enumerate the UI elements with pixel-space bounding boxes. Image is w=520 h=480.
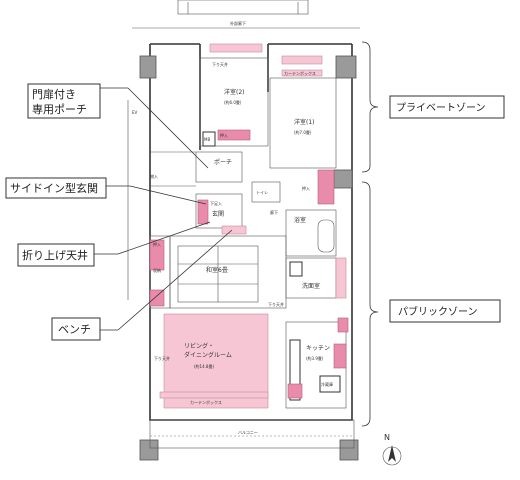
ev-label: EV — [132, 110, 138, 115]
north-arrow: N — [382, 433, 402, 466]
living-size: (約14.8畳) — [194, 363, 214, 369]
kitchen-size: (約3.9畳) — [306, 355, 324, 361]
porch-entrance: ポーチ 玄関 下足入 物入 — [150, 151, 247, 235]
pillar-top-right — [335, 55, 357, 79]
bedroom1-closet-label: 押入 — [302, 185, 310, 191]
corridor-label: 廊下 — [270, 209, 278, 215]
callout-bench-text: ベンチ — [58, 323, 91, 336]
porch-label: ポーチ — [214, 158, 232, 166]
callout-porch-gate-line1: 門扉付き — [32, 88, 76, 101]
bedroom2-label: 洋室(2) — [224, 88, 245, 96]
living-label: リビング・ — [184, 342, 214, 350]
fridge-label: 冷蔵庫 — [321, 381, 333, 387]
balcony-area: バルコニー — [149, 419, 355, 449]
japanese-room: 押入 収納 和室6畳 下り天井 — [149, 235, 287, 309]
bedroom-2: 下り天井 洋室(2) (約6.0畳) 押入 MB — [199, 43, 269, 147]
washroom-label: 洗面室 — [302, 282, 320, 290]
pillar-bottom-right — [339, 439, 359, 461]
public-zone-label: パブリックゾーン — [398, 305, 478, 318]
public-zone-box: パブリックゾーン — [389, 299, 501, 323]
bedroom1-size: (約7.0畳) — [294, 129, 312, 135]
private-zone-bracket — [361, 41, 379, 173]
shoe-label: 下足入 — [210, 201, 222, 206]
pillar-mid-right — [333, 169, 353, 189]
outer-corridor-label: 外部廊下 — [230, 20, 246, 26]
mb-label: MB — [204, 137, 210, 142]
bedroom2-ceiling-label: 下り天井 — [212, 61, 228, 67]
bath-label: 浴室 — [294, 216, 306, 224]
private-zone-box: プライベートゾーン — [389, 95, 505, 119]
kitchen: キッチン (約3.9畳) 冷蔵庫 — [285, 317, 349, 409]
pillar-bottom-left — [139, 439, 159, 461]
bedroom1-label: 洋室(1) — [294, 118, 315, 126]
bedroom2-size: (約6.0畳) — [224, 99, 242, 105]
bedroom-1: カーテンボックス 洋室(1) (約7.0畳) 押入 — [269, 55, 337, 205]
japanese-ceiling-label: 下り天井 — [268, 301, 284, 307]
callout-bench: ベンチ — [51, 229, 233, 341]
porch-gate-label: 物入 — [150, 173, 158, 179]
bedroom2-closet-label: 押入 — [220, 132, 228, 138]
north-label: N — [384, 433, 390, 442]
toilet-room — [251, 181, 281, 203]
callout-side-in-text: サイドイン型玄関 — [10, 181, 98, 195]
callout-porch-gate-line2: 専用ポーチ — [32, 103, 87, 116]
public-zone-bracket — [361, 181, 379, 427]
japanese-closet-label: 押入 — [153, 241, 161, 247]
private-zone-label: プライベートゾーン — [396, 102, 486, 114]
entrance-label: 玄関 — [212, 210, 224, 218]
toilet-label: トイレ — [256, 190, 268, 195]
japanese-storage-label: 収納 — [153, 267, 161, 273]
outer-corridor-area: 外部廊下 — [132, 0, 360, 29]
bedroom1-curtain-label: カーテンボックス — [284, 70, 316, 76]
japanese-label: 和室6畳 — [206, 266, 228, 274]
callout-side-in: サイドイン型玄関 — [5, 177, 207, 205]
living-ceiling-label: 下り天井 — [154, 355, 170, 361]
pillar-top-left — [139, 55, 157, 79]
callout-folded-ceiling: 折り上げ天井 — [17, 221, 211, 267]
balcony-label: バルコニー — [238, 430, 258, 435]
callout-folded-ceiling-text: 折り上げ天井 — [22, 248, 88, 262]
bath-area: 浴室 洗面室 — [285, 209, 347, 299]
living-label-2: ダイニングルーム — [184, 351, 232, 359]
living-dining: リビング・ ダイニングルーム (約14.8畳) カーテンボックス 下り天井 — [154, 313, 269, 409]
kitchen-label: キッチン — [306, 345, 330, 352]
living-curtain-label: カーテンボックス — [190, 399, 222, 405]
callout-porch-gate: 門扉付き 専用ポーチ — [27, 83, 209, 169]
